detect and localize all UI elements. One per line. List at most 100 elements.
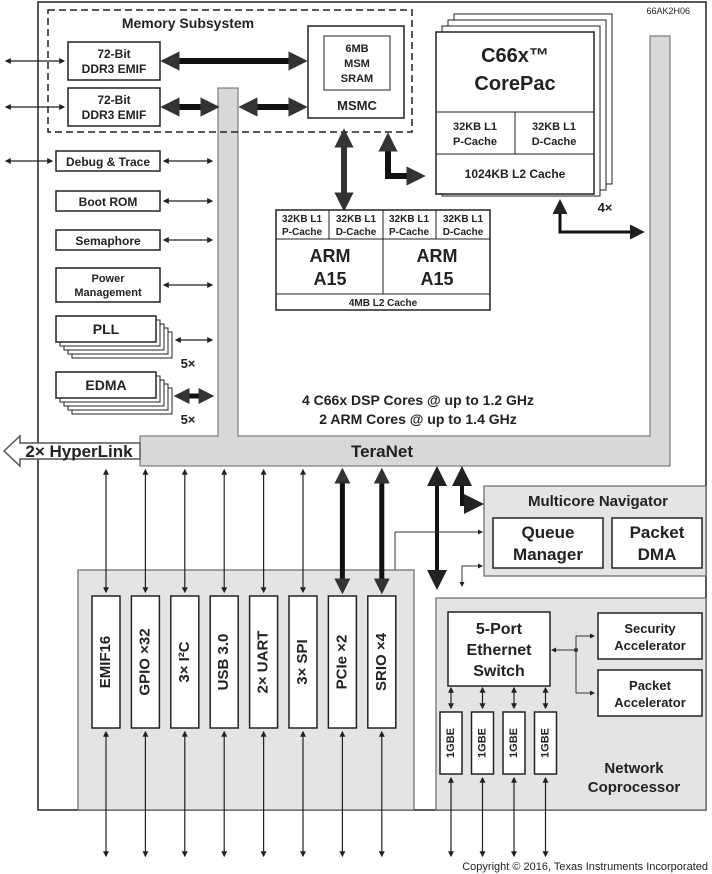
edma-label: EDMA [85,377,126,393]
ddr3-emif-1-line2: DDR3 EMIF [82,62,147,76]
semaphore-label: Semaphore [75,234,141,248]
cores-arm-text: 2 ARM Cores @ up to 1.4 GHz [319,411,517,427]
netcp-title-2: Coprocessor [588,779,681,796]
debug-trace [55,150,161,172]
io-block-3 [209,595,239,729]
io-label-7: SRIO ×4 [373,632,390,691]
switch-line1: 5-Port [476,621,523,638]
io-peripherals: EMIF16 GPIO ×32 3× I²C USB 3.0 2× UART 3× SPI… [91,467,397,858]
corepac-l1d-1: 32KB L1 [532,121,576,133]
gbe-port-2 [502,711,526,775]
gbe-label-2: 1GBE [508,728,520,758]
arm-core-1-line1: ARM [310,246,351,266]
pll [55,315,157,343]
queue-manager-2: Manager [513,545,583,564]
semaphore [55,229,161,251]
security-1: Security [624,621,676,636]
switch-line3: Switch [473,663,525,680]
io-block-0 [91,595,121,729]
io-label-2: 3× I²C [176,641,193,682]
packet-acc-1: Packet [629,678,672,693]
pll-label: PLL [93,321,120,337]
arm-cache-2a: 32KB L1 [336,214,376,225]
msm-line3: SRAM [341,73,373,85]
gbe-port-1 [470,711,495,775]
io-block-2 [170,595,200,729]
teranet-label: TeraNet [351,442,413,461]
arm-cache-2b: D-Cache [336,227,377,238]
doc-id: 66AK2H06 [646,6,690,16]
arm-l2: 4MB L2 Cache [349,298,418,309]
io-block-6 [327,595,358,729]
ddr3-emif-2-line2: DDR3 EMIF [82,108,147,122]
packet-dma [611,517,703,569]
navigator-title: Multicore Navigator [528,493,668,510]
netcp-title-1: Network [604,760,664,777]
power-label-2: Management [74,287,142,299]
boot-rom-label: Boot ROM [79,195,138,209]
io-label-3: USB 3.0 [215,634,232,691]
io-label-1: GPIO ×32 [136,628,153,695]
arm-core-2-line2: A15 [420,269,453,289]
memory-subsystem-title: Memory Subsystem [122,15,254,31]
pll-count: 5× [181,356,196,371]
security-2: Accelerator [614,638,686,653]
arm-cache-3b: P-Cache [389,227,429,238]
gbe-label-0: 1GBE [445,728,457,758]
packet-dma-1: Packet [630,523,685,542]
msmc-label: MSMC [337,98,377,113]
packet-dma-2: DMA [638,545,677,564]
arm-core-1-line2: A15 [313,269,346,289]
gbe-port-3 [533,711,558,775]
arm-cache-4a: 32KB L1 [443,214,483,225]
cores-dsp-text: 4 C66x DSP Cores @ up to 1.2 GHz [302,392,534,408]
gbe-label-1: 1GBE [476,728,488,758]
io-block-7 [367,595,397,729]
gbe-ports: 1GBE 1GBE 1GBE 1GBE [439,686,558,858]
corepac-l2: 1024KB L2 Cache [465,167,566,181]
hyperlink-arrow [2,434,141,468]
hyperlink-label: 2× HyperLink [25,442,133,461]
teranet-navigator-arrow [452,466,484,514]
edma [55,371,157,399]
msm-line2: MSM [344,58,370,70]
security-accelerator [597,612,703,660]
io-group [77,569,415,811]
queue-manager [492,517,604,569]
io-label-4: 2× UART [255,631,272,694]
power-management [55,267,161,303]
msm-sram [323,35,391,91]
io-label-0: EMIF16 [97,636,114,689]
arm-cache-4b: D-Cache [443,227,484,238]
teranet-fabric [139,35,671,467]
corepac-l1p-2: P-Cache [453,136,497,148]
msmc-corepac-arrow [378,132,426,186]
ddr3-emif-1-line1: 72-Bit [97,47,130,61]
corepac-count: 4× [598,200,613,215]
corepac-l1d-2: D-Cache [532,136,577,148]
io-block-1 [130,595,161,729]
queue-manager-1: Queue [522,523,575,542]
corepac-l1p-1: 32KB L1 [453,121,497,133]
corepac-title-1: C66x™ [481,45,549,67]
packet-acc-2: Accelerator [614,695,686,710]
ethernet-switch [447,611,551,687]
debug-trace-label: Debug & Trace [66,155,150,169]
switch-line2: Ethernet [467,642,533,659]
ddr3-emif-2-line1: 72-Bit [97,93,130,107]
gbe-label-3: 1GBE [539,728,551,758]
power-label-1: Power [91,273,125,285]
boot-rom [55,190,161,212]
io-block-5 [288,595,318,729]
memory-subsystem [47,9,413,133]
arm-cache-3a: 32KB L1 [389,214,429,225]
edma-count: 5× [181,412,196,427]
ddr3-emif-2 [67,87,161,127]
corepac-title-2: CorePac [474,73,555,95]
io-label-6: PCIe ×2 [333,635,350,690]
io-block-4 [248,595,279,729]
io-label-5: 3× SPI [294,639,311,684]
copyright: Copyright © 2016, Texas Instruments Inco… [462,861,708,873]
ddr3-emif-1 [67,41,161,81]
